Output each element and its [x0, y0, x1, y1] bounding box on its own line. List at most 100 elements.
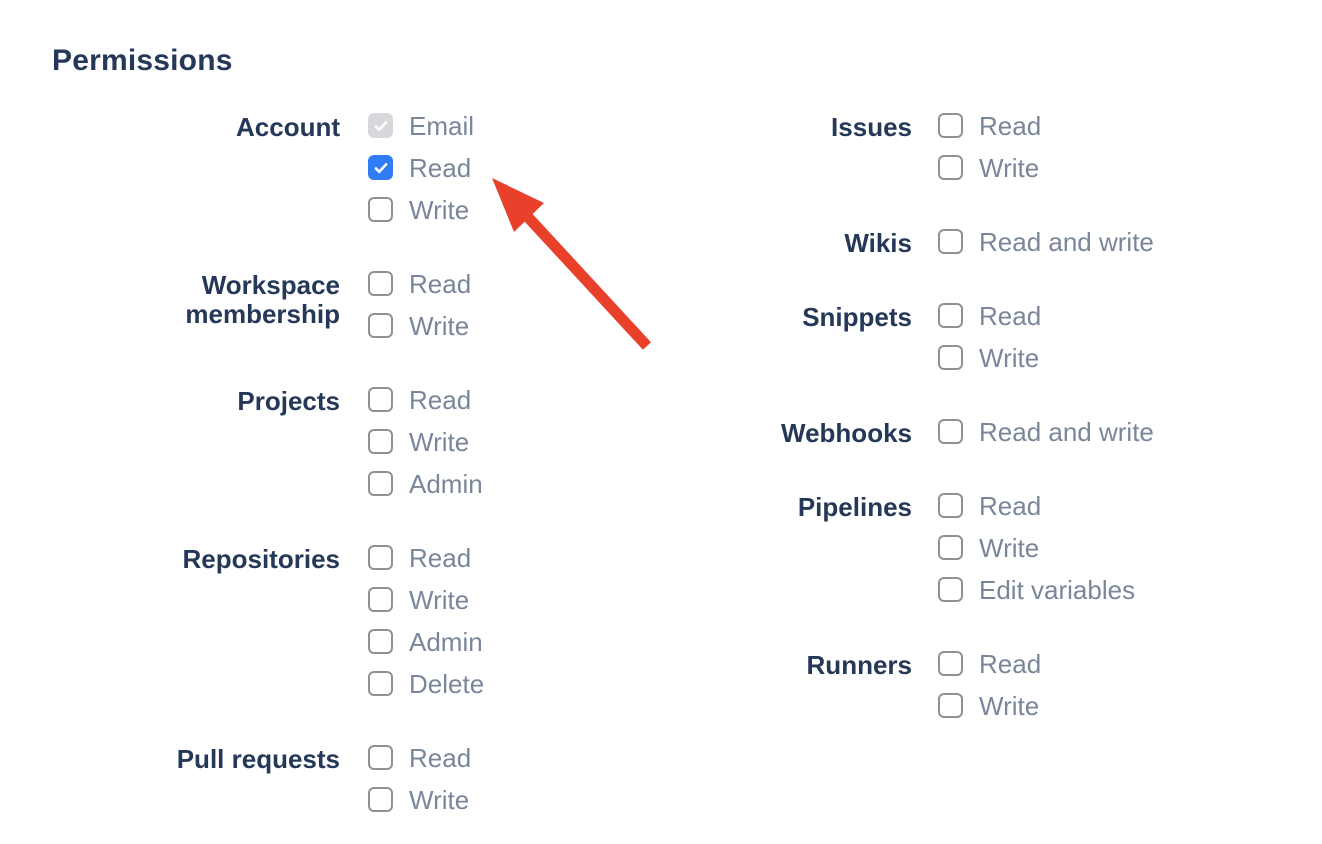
workspace-membership-write-option[interactable]: Write — [368, 312, 471, 354]
perm-options-wikis: Read and write — [938, 228, 1154, 270]
option-label: Write — [979, 691, 1040, 721]
repositories-write-option[interactable]: Write — [368, 586, 484, 628]
option-label: Write — [409, 427, 470, 457]
pull-requests-read-option[interactable]: Read — [368, 744, 471, 786]
runners-read-option[interactable]: Read — [938, 650, 1041, 692]
pipelines-write-option[interactable]: Write — [938, 534, 1135, 576]
repositories-admin-checkbox[interactable] — [368, 629, 393, 654]
option-label: Read — [409, 385, 472, 415]
option-label: Read — [979, 111, 1042, 141]
projects-read-checkbox[interactable] — [368, 387, 393, 412]
account-read-checkbox[interactable] — [368, 155, 393, 180]
perm-group-label-projects: Projects — [237, 386, 340, 416]
perm-group-label-runners: Runners — [806, 650, 912, 680]
option-label: Delete — [409, 669, 485, 699]
option-label: Read — [409, 269, 472, 299]
pull-requests-read-checkbox[interactable] — [368, 745, 393, 770]
option-label: Read — [409, 153, 472, 183]
wikis-read-and-write-option[interactable]: Read and write — [938, 228, 1154, 270]
webhooks-read-and-write-option[interactable]: Read and write — [938, 418, 1154, 460]
check-icon — [374, 120, 387, 131]
account-write-checkbox[interactable] — [368, 197, 393, 222]
snippets-read-option[interactable]: Read — [938, 302, 1041, 344]
option-label: Write — [979, 343, 1040, 373]
pipelines-read-option[interactable]: Read — [938, 492, 1135, 534]
projects-write-option[interactable]: Write — [368, 428, 483, 470]
runners-write-option[interactable]: Write — [938, 692, 1041, 734]
red-arrow-shaft — [521, 211, 652, 350]
perm-group-webhooks: Webhooks Read and write — [762, 418, 1154, 460]
option-label: Email — [409, 111, 475, 141]
account-email-option[interactable]: Email — [368, 112, 474, 154]
snippets-write-option[interactable]: Write — [938, 344, 1041, 386]
pull-requests-write-checkbox[interactable] — [368, 787, 393, 812]
projects-admin-checkbox[interactable] — [368, 471, 393, 496]
check-icon — [374, 162, 387, 173]
issues-write-option[interactable]: Write — [938, 154, 1041, 196]
repositories-admin-option[interactable]: Admin — [368, 628, 484, 670]
option-label: Edit variables — [979, 575, 1136, 605]
option-label: Write — [409, 311, 470, 341]
snippets-write-checkbox[interactable] — [938, 345, 963, 370]
perm-options-webhooks: Read and write — [938, 418, 1154, 460]
option-label: Read — [979, 301, 1042, 331]
perm-group-label-workspace-membership: Workspace membership — [185, 270, 340, 329]
projects-admin-option[interactable]: Admin — [368, 470, 483, 512]
red-arrow-head-icon — [492, 178, 544, 232]
workspace-membership-write-checkbox[interactable] — [368, 313, 393, 338]
webhooks-read-and-write-checkbox[interactable] — [938, 419, 963, 444]
account-email-checkbox — [368, 113, 393, 138]
option-label: Read and write — [979, 417, 1154, 447]
issues-write-checkbox[interactable] — [938, 155, 963, 180]
issues-read-option[interactable]: Read — [938, 112, 1041, 154]
repositories-read-option[interactable]: Read — [368, 544, 484, 586]
perm-group-label-webhooks: Webhooks — [781, 418, 912, 448]
pull-requests-write-option[interactable]: Write — [368, 786, 471, 828]
issues-read-checkbox[interactable] — [938, 113, 963, 138]
workspace-membership-read-checkbox[interactable] — [368, 271, 393, 296]
snippets-read-checkbox[interactable] — [938, 303, 963, 328]
projects-read-option[interactable]: Read — [368, 386, 483, 428]
projects-write-checkbox[interactable] — [368, 429, 393, 454]
option-label: Read — [409, 543, 472, 573]
workspace-membership-read-option[interactable]: Read — [368, 270, 471, 312]
pipelines-write-checkbox[interactable] — [938, 535, 963, 560]
pipelines-edit-variables-checkbox[interactable] — [938, 577, 963, 602]
perm-group-label-issues: Issues — [831, 112, 912, 142]
page-title: Permissions — [52, 44, 233, 77]
option-label: Admin — [409, 469, 483, 499]
account-read-option[interactable]: Read — [368, 154, 474, 196]
perm-group-label-snippets: Snippets — [802, 302, 912, 332]
repositories-delete-checkbox[interactable] — [368, 671, 393, 696]
repositories-delete-option[interactable]: Delete — [368, 670, 484, 712]
pipelines-read-checkbox[interactable] — [938, 493, 963, 518]
wikis-read-and-write-checkbox[interactable] — [938, 229, 963, 254]
option-label: Read — [979, 491, 1042, 521]
repositories-read-checkbox[interactable] — [368, 545, 393, 570]
runners-write-checkbox[interactable] — [938, 693, 963, 718]
repositories-write-checkbox[interactable] — [368, 587, 393, 612]
account-write-option[interactable]: Write — [368, 196, 474, 238]
option-label: Admin — [409, 627, 483, 657]
option-label: Read — [979, 649, 1042, 679]
runners-read-checkbox[interactable] — [938, 651, 963, 676]
pipelines-edit-variables-option[interactable]: Edit variables — [938, 576, 1135, 618]
